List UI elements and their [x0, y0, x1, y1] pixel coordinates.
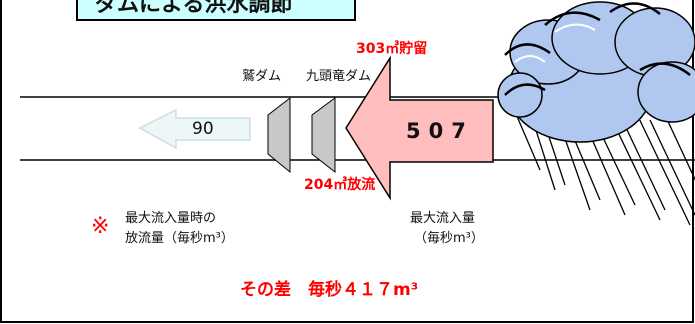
cloud-swirls: [504, 2, 691, 96]
kuzuryu-dam: [311, 97, 336, 174]
washi-dam: [267, 96, 291, 174]
washi-dam-label: 鷲ダム: [242, 69, 282, 84]
outflow-value: 90: [192, 119, 214, 139]
release-label: 204㎥放流: [304, 177, 376, 193]
storage-label: 303㎥貯留: [356, 41, 428, 57]
title-text: ダムによる洪水調節: [95, 0, 293, 17]
cloud-swirls-white: [514, 23, 596, 63]
difference-label: その差 毎秒４１７m³: [240, 280, 419, 300]
max-inflow-label: 最大流入量: [410, 211, 476, 226]
outflow-arrow: [138, 108, 251, 150]
title-box: [76, 0, 356, 21]
note-line1: 最大流入量時の: [125, 211, 217, 226]
note-mark: ※: [91, 214, 110, 239]
inflow-arrow: [345, 55, 494, 201]
note-line2: 放流量（毎秒m³）: [125, 231, 234, 246]
kuzuryu-dam-label: 九頭竜ダム: [306, 69, 372, 84]
inflow-value: 507: [406, 119, 474, 143]
rain-cloud-icon: [497, 1, 695, 143]
max-inflow-unit: （毎秒m³）: [414, 231, 484, 246]
